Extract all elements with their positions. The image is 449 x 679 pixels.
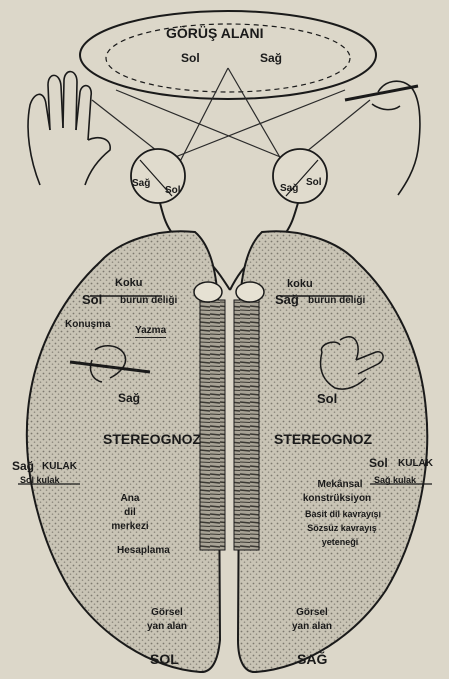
left-visual-1: Görsel bbox=[142, 608, 192, 618]
corpus-callosum-left bbox=[200, 300, 225, 550]
left-language-1: Ana bbox=[110, 494, 150, 504]
right-visual-2: yan alan bbox=[285, 622, 339, 632]
olfactory-bulb-left bbox=[194, 282, 222, 302]
left-eye-bottom-label: Sol bbox=[165, 186, 181, 196]
left-language-3: merkezi bbox=[108, 522, 152, 532]
right-eye-top-label: Sağ bbox=[280, 184, 298, 194]
right-word-comprehension-2: yeteneği bbox=[300, 538, 380, 547]
right-hemisphere-name: SAĞ bbox=[297, 652, 327, 666]
left-hand-side: Sağ bbox=[118, 392, 140, 404]
left-eye-top-label: Sağ bbox=[132, 179, 150, 189]
right-smell-label: koku bbox=[287, 279, 313, 290]
left-calculation: Hesaplama bbox=[117, 546, 170, 556]
right-word-comprehension-1: Sözsüz kavrayış bbox=[292, 524, 392, 533]
right-ear-label: KULAK bbox=[398, 459, 433, 469]
visual-field-title: GÖRÜŞ ALANI bbox=[166, 26, 263, 40]
raised-hand-icon bbox=[28, 72, 110, 185]
left-visual-2: yan alan bbox=[140, 622, 194, 632]
left-nostril-label: burun deliği bbox=[120, 296, 177, 306]
left-speech-label: Konuşma bbox=[65, 320, 111, 330]
writing-hand-icon bbox=[345, 81, 420, 195]
visual-field-right: Sağ bbox=[260, 52, 282, 64]
left-smell-side: Sol bbox=[82, 293, 102, 306]
right-simple-language: Basit dil kavrayışı bbox=[288, 510, 398, 519]
right-visual-1: Görsel bbox=[287, 608, 337, 618]
visual-field-left: Sol bbox=[181, 52, 200, 64]
right-ear-side: Sol bbox=[369, 457, 388, 469]
left-smell-label: Koku bbox=[115, 278, 143, 289]
right-spatial-2: konstrüksiyon bbox=[287, 494, 387, 504]
right-hand-side: Sol bbox=[317, 392, 337, 405]
left-ear-label: KULAK bbox=[42, 462, 77, 472]
right-ear-sub: Sağ kulak bbox=[374, 476, 416, 485]
left-ear-sub: Sol kulak bbox=[20, 476, 60, 485]
left-stereognosis: STEREOGNOZ bbox=[103, 432, 201, 446]
olfactory-bulb-right bbox=[236, 282, 264, 302]
right-nostril-label: burun deliği bbox=[308, 296, 365, 306]
left-hemisphere-name: SOL bbox=[150, 652, 179, 666]
right-stereognosis: STEREOGNOZ bbox=[274, 432, 372, 446]
corpus-callosum-right bbox=[234, 300, 259, 550]
left-language-2: dil bbox=[110, 508, 150, 518]
left-ear-side: Sağ bbox=[12, 460, 34, 472]
right-spatial-1: Mekânsal bbox=[300, 480, 380, 490]
right-smell-side: Sağ bbox=[275, 293, 299, 306]
left-writing-label: Yazma bbox=[135, 326, 166, 338]
right-eye-bottom-label: Sol bbox=[306, 178, 322, 188]
right-eye bbox=[273, 149, 327, 203]
